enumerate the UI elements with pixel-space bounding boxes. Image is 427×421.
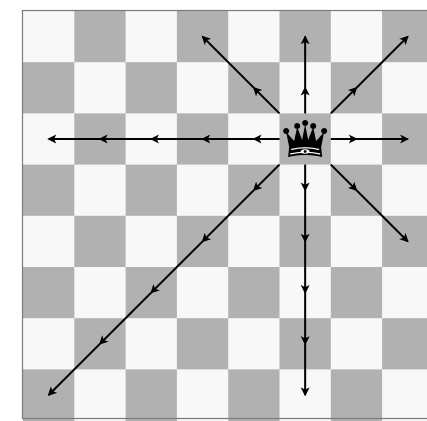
square-b4 — [74, 215, 127, 268]
square-h5 — [382, 164, 427, 217]
board-frame — [21, 9, 427, 420]
arrow-south-west-2 — [201, 189, 255, 243]
arrow-north-east-2 — [355, 35, 409, 89]
square-a5 — [23, 164, 75, 217]
queen-icon — [283, 120, 328, 157]
queen-crown-ball-5 — [321, 128, 328, 134]
square-e8 — [228, 11, 280, 63]
square-h2 — [382, 318, 427, 370]
square-h7 — [382, 62, 427, 114]
square-c4 — [125, 215, 178, 268]
square-a8 — [23, 11, 75, 63]
square-e3 — [228, 267, 280, 319]
queen-crown-ball-1 — [283, 128, 290, 134]
arrow-north-west-1 — [252, 86, 281, 115]
queen-crown-ball-4 — [310, 123, 317, 129]
square-a2 — [23, 318, 75, 370]
square-c8 — [125, 11, 178, 63]
square-c7 — [125, 62, 178, 114]
square-e4 — [228, 215, 280, 268]
square-c2 — [125, 318, 178, 370]
square-b5 — [74, 164, 127, 217]
queen-piece — [283, 120, 328, 157]
queen-crown-ball-2 — [294, 123, 301, 129]
square-d3 — [176, 267, 229, 319]
square-a4 — [23, 215, 75, 268]
arrow-south-east-1 — [330, 163, 358, 192]
move-arrows — [47, 35, 410, 397]
square-b7 — [74, 62, 127, 114]
arrow-south-west-4 — [98, 291, 152, 345]
square-d5 — [176, 164, 229, 217]
arrow-south-west-1 — [252, 163, 281, 192]
square-g2 — [330, 318, 383, 370]
square-b8 — [74, 11, 127, 63]
square-g4 — [330, 215, 383, 268]
queen-band-upper — [290, 147, 320, 151]
arrow-north-east-1 — [330, 86, 358, 115]
square-e1 — [228, 369, 280, 421]
square-c1 — [125, 369, 178, 421]
queen-crown-ball-3 — [302, 120, 309, 126]
square-g8 — [330, 11, 383, 63]
square-g3 — [330, 267, 383, 319]
arrow-south-east-2 — [355, 189, 409, 243]
square-h1 — [382, 369, 427, 421]
square-c5 — [125, 164, 178, 217]
square-d1 — [176, 369, 229, 421]
square-h3 — [382, 267, 427, 319]
square-g1 — [330, 369, 383, 421]
square-a7 — [23, 62, 75, 114]
queen-jewel-center — [303, 150, 307, 153]
queen-crown — [286, 124, 325, 147]
square-b3 — [74, 267, 127, 319]
square-d7 — [176, 62, 229, 114]
square-d2 — [176, 318, 229, 370]
square-b1 — [74, 369, 127, 421]
arrow-south-west-5 — [47, 343, 101, 396]
square-a3 — [23, 267, 75, 319]
arrow-south-west-3 — [150, 240, 204, 294]
square-e2 — [228, 318, 280, 370]
arrow-north-west-2 — [201, 35, 255, 89]
